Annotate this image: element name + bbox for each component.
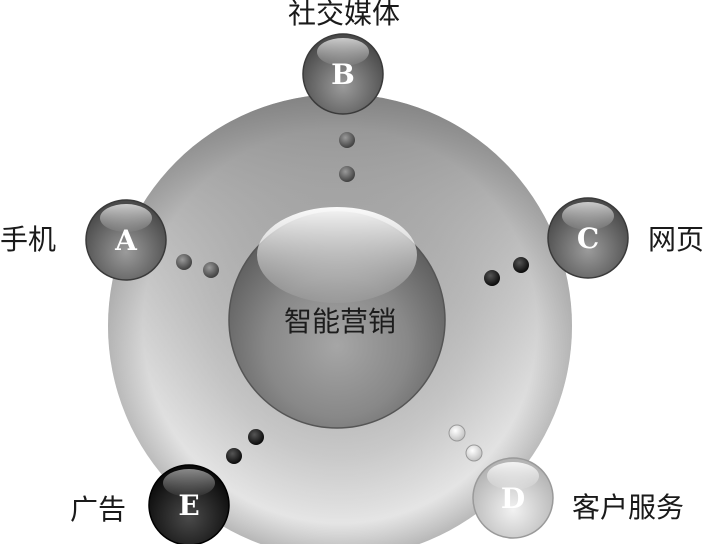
connector-dot	[339, 166, 355, 182]
connector-dot	[484, 270, 500, 286]
node-b: B	[302, 33, 384, 115]
node-d: D	[472, 457, 554, 539]
node-e: E	[148, 464, 230, 544]
connector-dot	[448, 424, 466, 442]
node-e-label: 广告	[70, 493, 127, 526]
connector-dots-a	[176, 254, 219, 278]
connector-dots-e	[226, 429, 264, 464]
node-b-label: 社交媒体	[288, 0, 401, 30]
center-label: 智能营销	[283, 305, 396, 338]
node-d-letter: D	[501, 482, 525, 515]
node-c: C	[547, 197, 629, 279]
connector-dots-b	[339, 132, 355, 182]
node-a-letter: A	[114, 224, 138, 257]
node-e-letter: E	[178, 489, 199, 522]
connector-dots-c	[484, 257, 529, 286]
connector-dot	[339, 132, 355, 148]
connector-dot	[248, 429, 264, 445]
connector-dots-d	[448, 424, 483, 462]
node-a-label: 手机	[0, 223, 57, 256]
connector-dot	[226, 448, 242, 464]
node-d-label: 客户服务	[572, 491, 685, 524]
node-c-letter: C	[577, 222, 599, 255]
connector-dot	[465, 444, 483, 462]
center-sphere	[228, 207, 446, 429]
connector-dot	[513, 257, 529, 273]
node-c-label: 网页	[648, 223, 705, 256]
connector-dot	[176, 254, 192, 270]
connector-dot	[203, 262, 219, 278]
node-a: A	[85, 199, 167, 281]
node-b-letter: B	[331, 58, 355, 91]
